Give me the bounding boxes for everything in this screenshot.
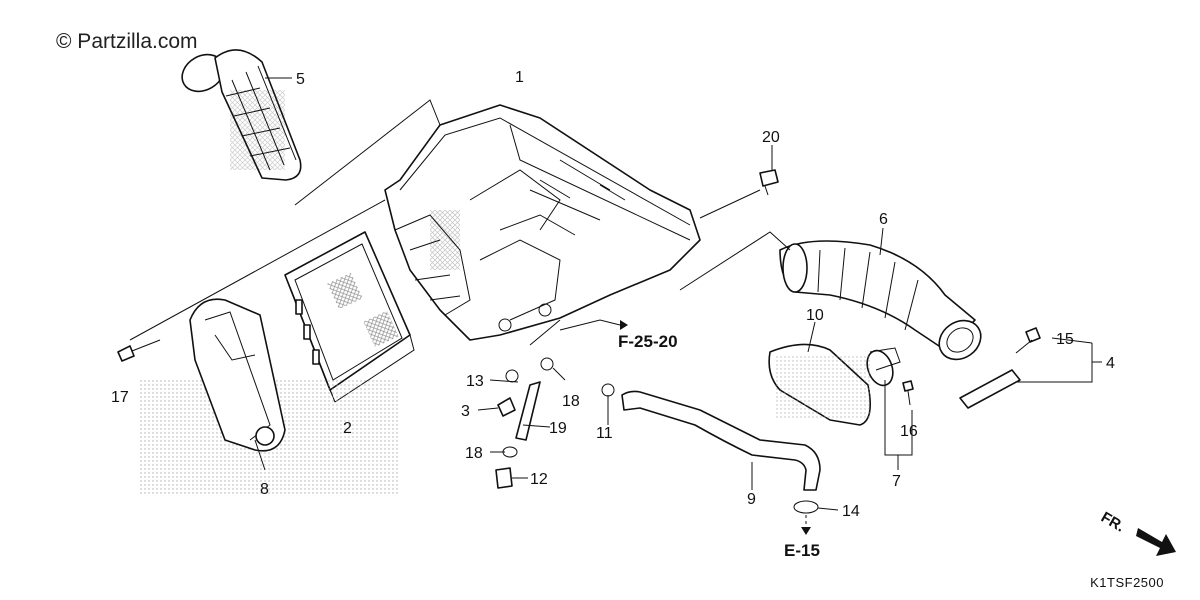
part-9-drain-hose[interactable]	[621, 390, 821, 491]
part-19-tube[interactable]	[515, 381, 541, 441]
callout-9: 9	[747, 491, 756, 508]
callout-1: 1	[515, 69, 524, 86]
callout-4: 4	[1106, 355, 1115, 372]
callout-8: 8	[260, 481, 269, 498]
part-3-plug[interactable]	[497, 397, 516, 417]
arrow-icon	[801, 527, 811, 535]
callout-7: 7	[892, 473, 901, 490]
part-13-clip[interactable]	[505, 369, 519, 383]
callout-2: 2	[343, 420, 352, 437]
callout-18-lower: 18	[465, 445, 483, 462]
callout-16: 16	[900, 423, 918, 440]
leader-lines	[129, 77, 1102, 530]
callout-14: 14	[842, 503, 860, 520]
part-2-filter-element[interactable]	[284, 231, 415, 403]
front-direction-indicator: FR.	[1098, 509, 1176, 556]
fr-label: FR.	[1098, 509, 1127, 536]
part-18-clip-upper[interactable]	[540, 357, 554, 371]
ref-e-15: E-15	[784, 541, 820, 560]
reference-labels: F-25-20 E-15	[618, 320, 820, 560]
callout-20: 20	[762, 129, 780, 146]
part-14-clip[interactable]	[793, 500, 819, 514]
part-5-intake-duct[interactable]	[175, 47, 302, 181]
callout-13: 13	[466, 373, 484, 390]
callout-3: 3	[461, 403, 470, 420]
part-12-cap[interactable]	[495, 467, 513, 489]
part-7-clamp[interactable]	[863, 347, 901, 389]
part-10-resonator[interactable]	[768, 343, 871, 426]
callout-6: 6	[879, 211, 888, 228]
diagram-code: K1TSF2500	[1090, 575, 1164, 590]
front-arrow-icon	[1136, 528, 1176, 556]
part-4-band[interactable]	[959, 369, 1021, 409]
callout-11: 11	[596, 425, 613, 442]
part-20-bolt[interactable]	[759, 169, 779, 196]
part-1-air-cleaner-case[interactable]	[384, 104, 701, 341]
part-8-air-cleaner-cover[interactable]	[140, 298, 400, 495]
ref-f-25-20: F-25-20	[618, 332, 678, 351]
callout-19: 19	[549, 420, 567, 437]
part-11-clip[interactable]	[601, 383, 615, 397]
callout-15: 15	[1056, 331, 1074, 348]
callout-17: 17	[111, 389, 129, 406]
arrow-icon	[620, 320, 628, 330]
part-18-clip-lower[interactable]	[502, 446, 518, 458]
callout-12: 12	[530, 471, 548, 488]
watermark: © Partzilla.com	[56, 30, 198, 53]
part-16-screw[interactable]	[902, 380, 914, 406]
callout-10: 10	[806, 307, 824, 324]
callout-5: 5	[296, 71, 305, 88]
part-15-screw[interactable]	[1015, 327, 1041, 354]
callout-numbers: 5 1 20 6 10 15 4 17 2 8 13 18 3 19 11 18…	[111, 69, 1115, 520]
part-17-screw[interactable]	[117, 339, 161, 362]
part-6-connecting-tube[interactable]	[779, 240, 988, 367]
callout-18-upper: 18	[562, 393, 580, 410]
